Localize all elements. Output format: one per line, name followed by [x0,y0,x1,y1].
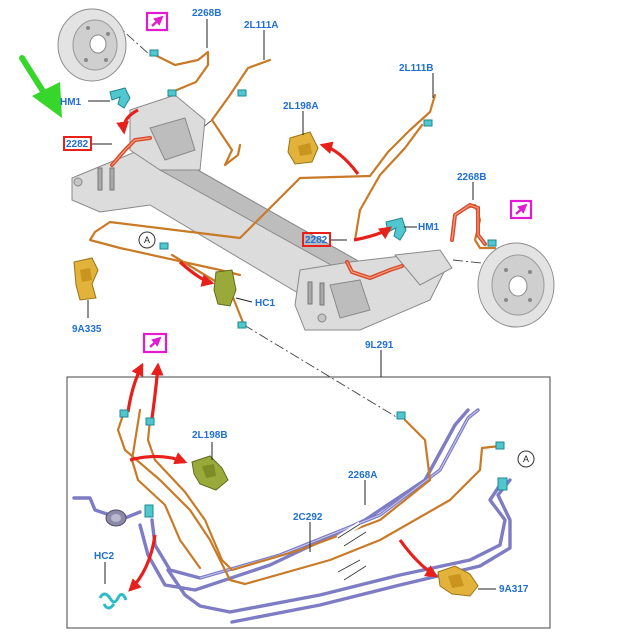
leaders-top [87,19,474,376]
ref-a-detail-label: A [523,454,529,464]
bracket-9a317 [437,565,479,597]
label-hm1-left: HM1 [60,97,82,108]
label-hc1: HC1 [255,298,275,309]
label-9a317: 9A317 [499,584,529,595]
cyan-fittings-detail [119,409,508,518]
break-marks [336,521,367,581]
label-2l198b: 2L198B [192,430,228,441]
red-arrows-to-marker [126,362,164,419]
label-2l111a: 2L111A [244,20,278,31]
ref-circle-a-detail: A [517,450,535,468]
bracket-9a335 [73,257,99,301]
label-hm1-right: HM1 [418,222,440,233]
label-2282-right: 2282 [305,235,328,246]
alignment-line-3 [243,324,399,419]
red-arrows-detail [128,452,439,592]
clip-hc2-part [98,592,128,610]
label-2l111b: 2L111B [399,63,433,74]
pink-marker-detail [142,332,168,354]
label-2268b-top: 2268B [192,8,221,19]
label-9a335: 9A335 [72,324,102,335]
clip-hc1-part [213,269,237,307]
label-9l291: 9L291 [365,340,394,351]
fuel-damper [105,509,127,527]
red-arrows-top [116,108,393,287]
brake-lines-detail [116,408,502,586]
ref-circle-a-top: A [138,231,156,249]
left-brake-backing-plate [57,8,127,82]
red-box-2282-left [63,136,92,151]
detail-view-frame [66,376,551,629]
hm1-clip-left [109,87,131,109]
label-2282-left: 2282 [66,139,89,150]
bracket-2l198a [287,131,319,165]
alignment-line-1 [99,9,151,56]
label-2c292: 2C292 [293,512,323,523]
label-2268a: 2268A [348,470,377,481]
pink-marker-top [145,11,169,32]
flex-hoses [110,136,487,281]
fuel-lines-detail [72,408,512,624]
label-hc2: HC2 [94,551,114,562]
rear-axle-beam [71,94,453,331]
bracket-2l198b [191,455,229,491]
green-pointer-arrow-icon [19,55,62,118]
ref-a-top-label: A [144,235,150,245]
cyan-fittings-top [149,49,497,329]
expand-arrow-icon[interactable] [509,199,533,220]
red-box-2282-right [302,232,331,247]
right-brake-backing-plate [477,242,555,328]
label-2l198a: 2L198A [283,101,319,112]
leaders-detail [104,442,496,590]
label-2268b-right: 2268B [457,172,486,183]
brake-lines-top [88,50,497,327]
